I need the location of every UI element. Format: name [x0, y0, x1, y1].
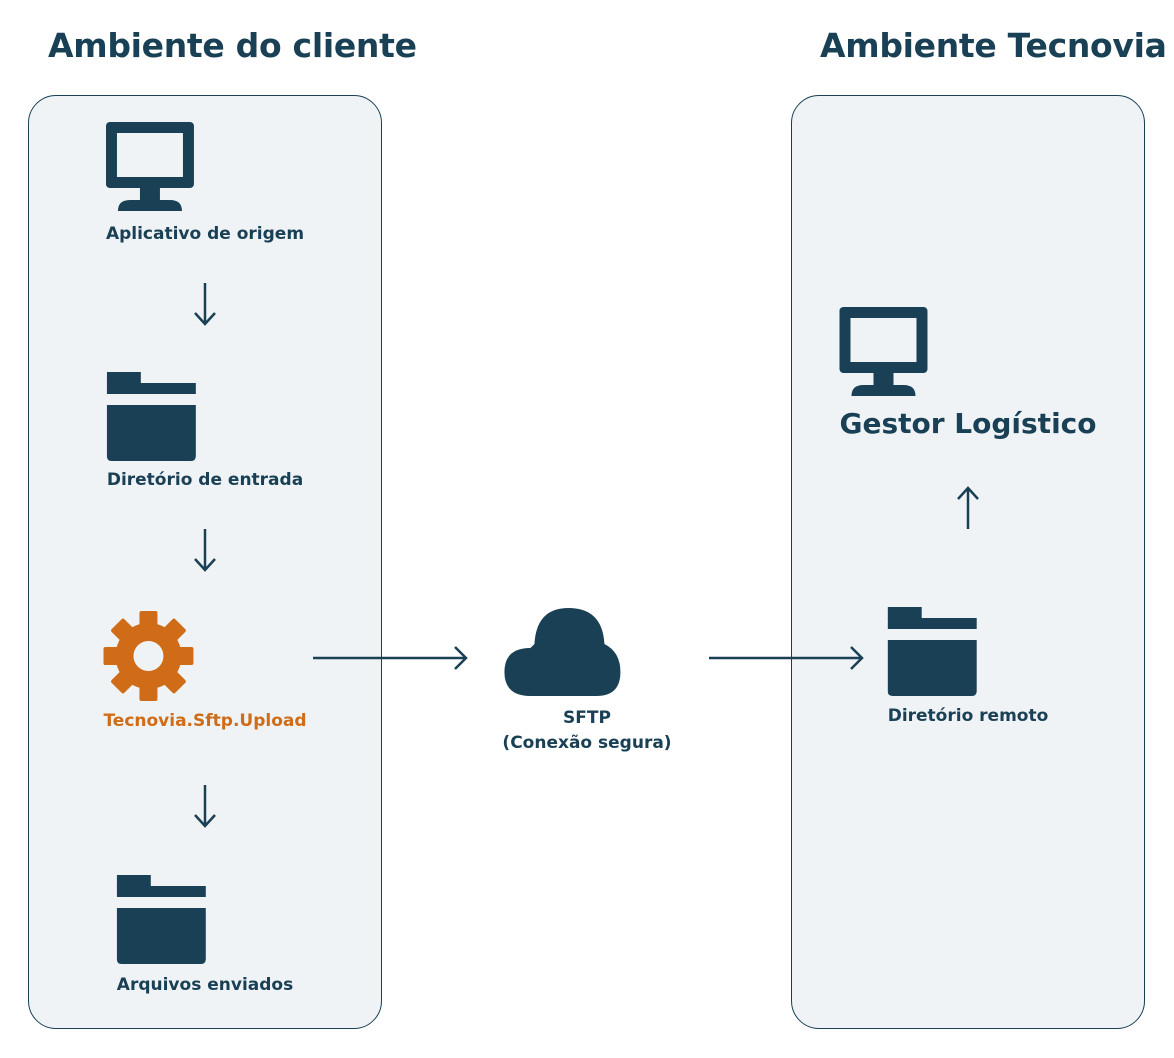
node-label: Diretório de entrada — [106, 470, 304, 490]
folder-icon — [116, 875, 206, 964]
gear-icon — [103, 611, 194, 701]
node-label: Tecnovia.Sftp.Upload — [103, 711, 307, 731]
arrow-down-icon — [194, 529, 216, 572]
node-sftp-upload-service: Tecnovia.Sftp.Upload — [103, 611, 307, 731]
tecnovia-environment-panel — [791, 95, 1145, 1029]
node-label: Aplicativo de origem — [105, 224, 305, 244]
cloud-icon — [504, 608, 621, 696]
arrow-up-icon — [957, 486, 979, 529]
sftp-label: SFTP — [563, 708, 611, 728]
sftp-sublabel: (Conexão segura) — [502, 733, 672, 753]
node-remote-directory: Diretório remoto — [887, 607, 1049, 726]
node-label: Diretório remoto — [887, 706, 1049, 726]
folder-icon — [106, 372, 196, 461]
node-input-directory: Diretório de entrada — [106, 372, 304, 490]
node-sent-files: Arquivos enviados — [116, 875, 294, 995]
tecnovia-environment-title: Ambiente Tecnovia — [820, 26, 1167, 65]
node-label: Arquivos enviados — [116, 975, 294, 995]
folder-icon — [887, 607, 977, 696]
arrow-right-icon — [709, 646, 864, 670]
client-environment-title: Ambiente do cliente — [48, 26, 417, 65]
node-label: Gestor Logístico — [839, 407, 1097, 440]
arrow-down-icon — [194, 283, 216, 326]
arrow-down-icon — [194, 785, 216, 828]
node-source-application: Aplicativo de origem — [105, 122, 305, 244]
node-sftp-connection: SFTP (Conexão segura) — [502, 606, 672, 756]
node-gestor-logistico: Gestor Logístico — [839, 307, 1097, 440]
monitor-icon — [105, 122, 194, 211]
arrow-right-icon — [313, 646, 468, 670]
monitor-icon — [839, 307, 928, 396]
